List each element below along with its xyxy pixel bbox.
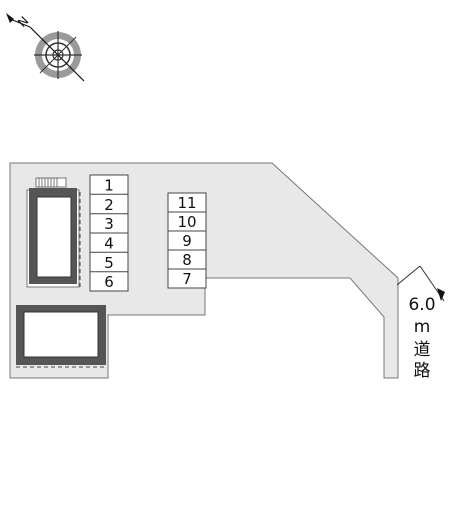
parking-column-left: 1 2 3 4 5 6	[89, 174, 129, 292]
parking-space-6: 6	[104, 273, 114, 291]
building-upper	[26, 177, 81, 288]
parking-space-7: 7	[182, 270, 192, 288]
compass-north-label: N	[15, 14, 31, 30]
parking-space-4: 4	[104, 235, 114, 253]
parking-space-10: 10	[177, 213, 196, 231]
parking-space-3: 3	[104, 215, 114, 233]
parking-space-5: 5	[104, 254, 114, 272]
compass-rose-icon: N	[6, 13, 85, 82]
parking-space-11: 11	[177, 194, 196, 212]
stairs-icon	[35, 177, 67, 188]
road-unit: m	[414, 317, 431, 337]
parking-space-2: 2	[104, 196, 114, 214]
road-label: 6.0 m 道 路	[396, 265, 445, 381]
road-label-line2: 路	[414, 361, 431, 381]
road-label-line1: 道	[414, 340, 431, 360]
road-width: 6.0	[408, 295, 435, 315]
parking-column-right: 11 10 9 8 7	[167, 192, 207, 289]
parking-space-9: 9	[182, 232, 192, 250]
building-lower	[16, 305, 106, 368]
parking-space-1: 1	[104, 177, 114, 195]
parking-space-8: 8	[182, 251, 192, 269]
